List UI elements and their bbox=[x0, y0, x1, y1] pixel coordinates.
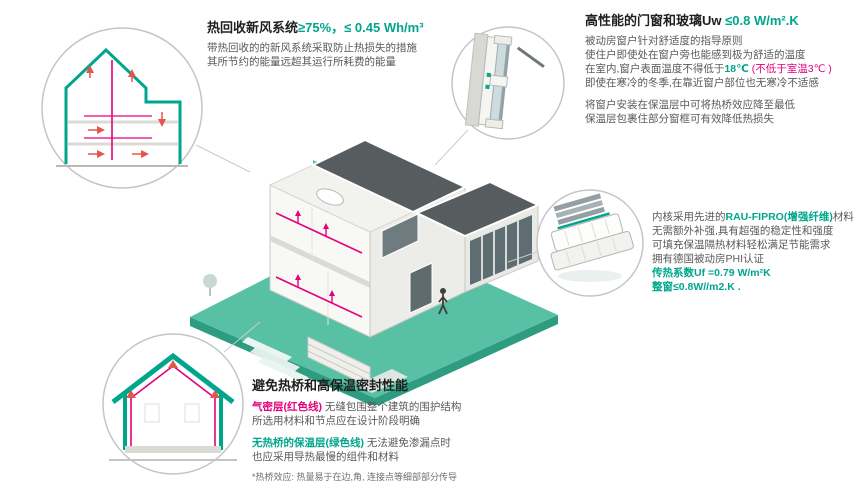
window-title-uw: Uw bbox=[702, 13, 726, 28]
frame-line1-post: 材料 bbox=[832, 211, 854, 223]
window-text-block: 高性能的门窗和玻璃Uw ≤0.8 W/m².K 被动房窗户针对舒适度的指导原则 … bbox=[585, 13, 863, 126]
window-title-value: ≤0.8 W/m².K bbox=[725, 13, 799, 28]
frame-line-2: 无需额外补强,具有超强的稳定性和强度 bbox=[652, 225, 834, 237]
frame-profile-circle bbox=[535, 188, 645, 298]
bathtub bbox=[316, 188, 344, 206]
thermal-line1-rest: 无缝包围整个建筑的围护结构 bbox=[322, 400, 462, 413]
window-title: 高性能的门窗和玻璃Uw ≤0.8 W/m².K bbox=[585, 13, 863, 30]
thermal-footnote: *热桥效应: 热量易于在边,角, 连接点等细部部分传导 bbox=[252, 471, 458, 482]
thermal-line-2: 所选用材料和节点应在设计阶段明确 bbox=[252, 414, 420, 427]
airtight-layer-label: 气密层(红色线) bbox=[252, 400, 322, 413]
frame-uf-value: 传热系数Uf =0.79 W/m²K bbox=[652, 267, 771, 279]
frame-uw-value: 整窗≤0.8W//m2.K . bbox=[652, 281, 741, 293]
frame-line-3: 可填充保温隔热材料轻松满足节能需求 bbox=[652, 239, 831, 251]
window-section-illustration bbox=[451, 26, 565, 140]
isometric-house-illustration bbox=[190, 138, 561, 405]
ventilation-title-value: ≥75%，≤ 0.45 Wh/m³ bbox=[298, 20, 424, 35]
person-figure bbox=[438, 288, 448, 315]
glass-wing bbox=[414, 180, 541, 293]
window-body-line-6: 保温层包裹住部分窗框可有效降低热损失 bbox=[585, 112, 774, 125]
window-line3-note: (不低于室温3℃ ) bbox=[748, 62, 832, 75]
frame-line1-pre: 内核采用先进的 bbox=[652, 211, 726, 223]
window-body-line-1: 被动房窗户针对舒适度的指导原则 bbox=[585, 34, 743, 47]
thermal-line-1: 气密层(红色线) 无缝包围整个建筑的围护结构 bbox=[252, 400, 572, 414]
window-body-line-5: 将窗户安装在保温层中可将热桥效应降至最低 bbox=[585, 98, 795, 111]
thermal-line-4: 也应采用导热最慢的组件和材料 bbox=[252, 450, 399, 463]
insulation-detail-circle bbox=[101, 332, 245, 476]
window-profile-illustration bbox=[536, 189, 644, 297]
thermal-title: 避免热桥和高保温密封性能 bbox=[252, 378, 409, 393]
window-detail-circle bbox=[450, 25, 566, 141]
window-line3-pre: 在室内,窗户表面温度不得低于 bbox=[585, 62, 725, 75]
window-line3-temp: 18℃ bbox=[724, 62, 749, 75]
roof-and-open-floor bbox=[268, 138, 468, 233]
thermal-bridge-markers bbox=[126, 360, 220, 398]
ventilation-detail-circle bbox=[40, 26, 204, 190]
tree bbox=[203, 274, 217, 296]
thermal-text-block: 避免热桥和高保温密封性能 气密层(红色线) 无缝包围整个建筑的围护结构 所选用材… bbox=[252, 378, 572, 484]
ventilation-title-text: 热回收新风系统 bbox=[207, 20, 299, 35]
frame-line-4: 拥有德国被动房PHI认证 bbox=[652, 253, 765, 265]
window-body-line-3: 在室内,窗户表面温度不得低于18℃ (不低于室温3℃ ) bbox=[585, 62, 863, 76]
ventilation-duct-lines bbox=[275, 210, 363, 318]
ventilation-body-line-1: 带热回收的的新风系统采取防止热损失的措施 bbox=[207, 41, 417, 54]
window-body-line-4: 即使在寒冷的冬季,在靠近窗户部位也无寒冷不适感 bbox=[585, 76, 819, 89]
airflow-arrows bbox=[86, 65, 166, 158]
house-section-ventilation-illustration bbox=[41, 27, 203, 189]
window-title-text: 高性能的门窗和玻璃 bbox=[585, 13, 703, 28]
thermal-line-3: 无热桥的保温层(绿色线) 无法避免渗漏点时 bbox=[252, 436, 572, 450]
frame-text-block: 内核采用先进的RAU-FIPRO(增强纤维)材料 无需额外补强,具有超强的稳定性… bbox=[652, 210, 864, 294]
ventilation-text-block: 热回收新风系统≥75%，≤ 0.45 Wh/m³ 带热回收的的新风系统采取防止热… bbox=[207, 20, 497, 69]
frame-line1-material: RAU-FIPRO(增强纤维) bbox=[725, 211, 833, 223]
window-body-line-2: 使住户即使处在窗户旁也能感到极为舒适的温度 bbox=[585, 48, 806, 61]
ventilation-title: 热回收新风系统≥75%，≤ 0.45 Wh/m³ bbox=[207, 20, 497, 37]
frame-line-1: 内核采用先进的RAU-FIPRO(增强纤维)材料 bbox=[652, 210, 864, 224]
thermal-line3-rest: 无法避免渗漏点时 bbox=[364, 436, 451, 449]
insulation-layer-label: 无热桥的保温层(绿色线) bbox=[252, 436, 364, 449]
ventilation-body-line-2: 其所节约的能量远超其运行所耗费的能量 bbox=[207, 55, 396, 68]
house-section-insulation-illustration bbox=[102, 333, 244, 475]
basement-stairs bbox=[307, 336, 371, 388]
